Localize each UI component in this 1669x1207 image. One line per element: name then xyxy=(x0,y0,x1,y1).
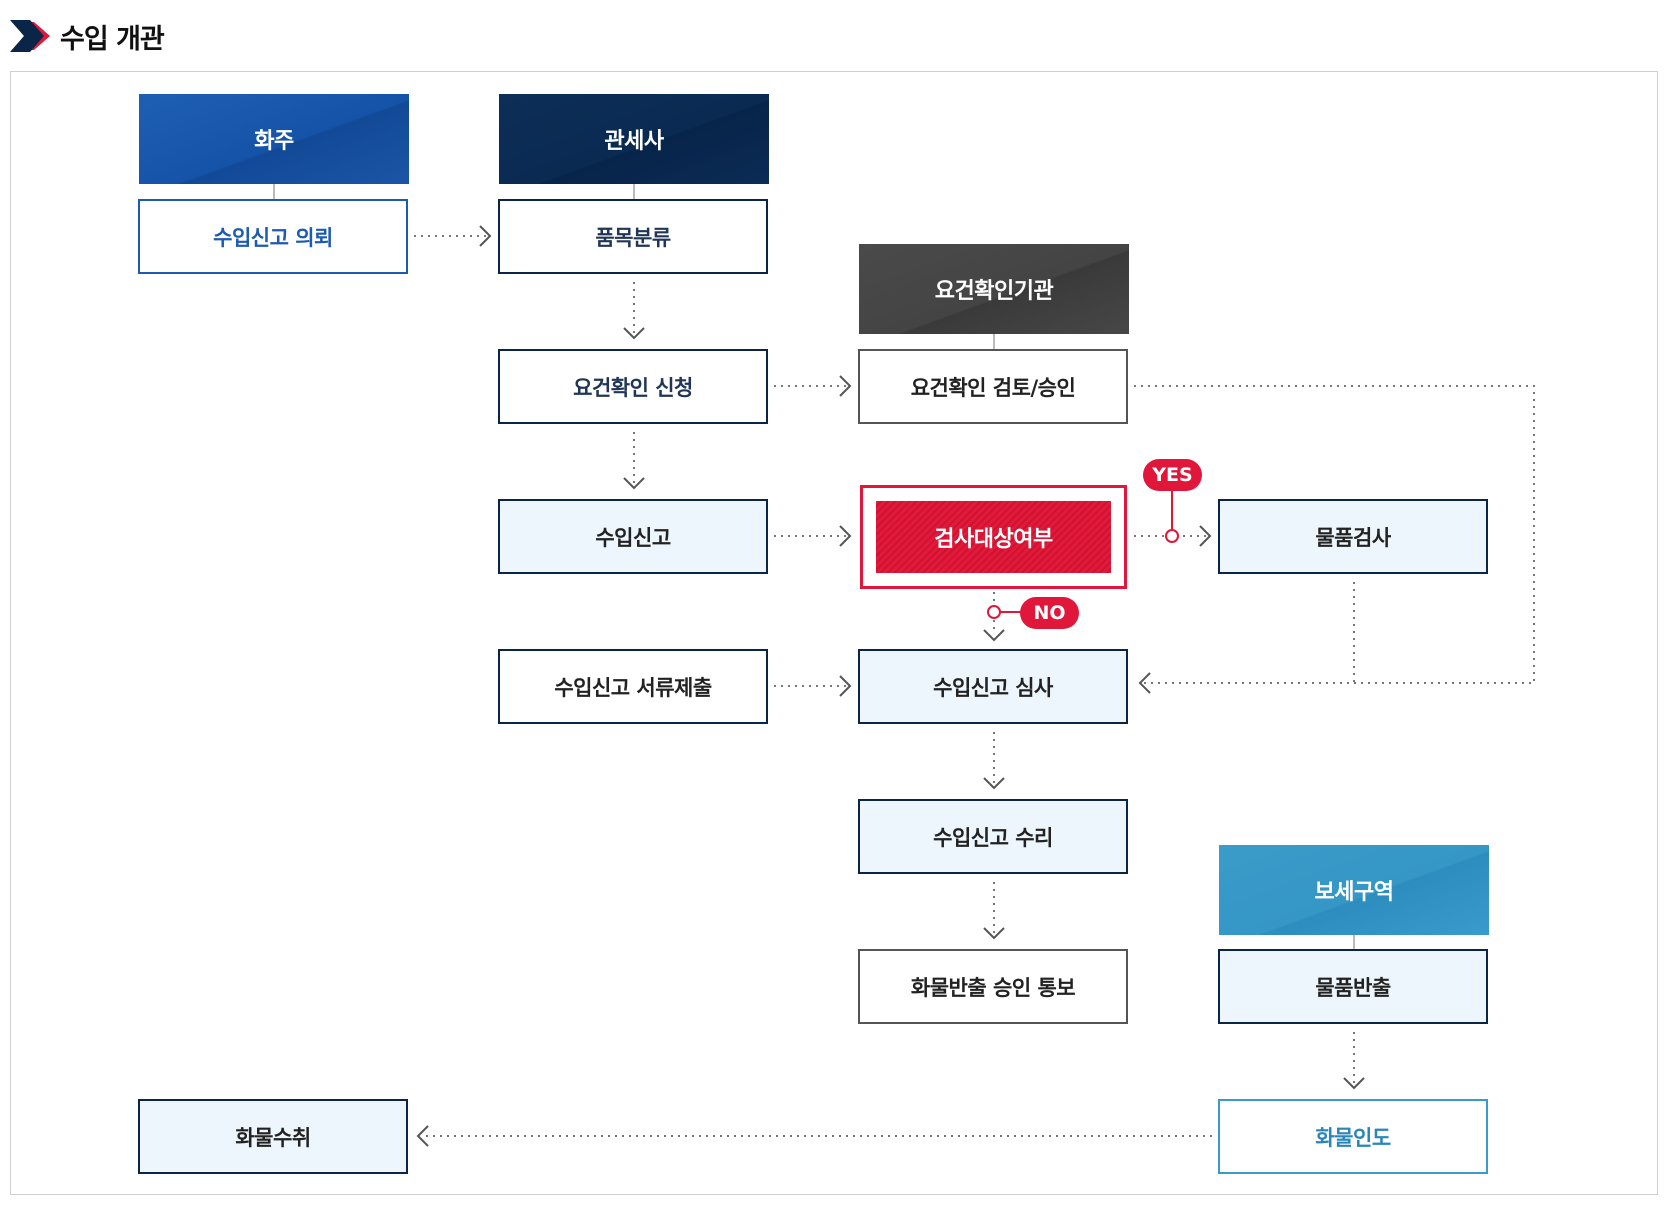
node-import-declaration: 수입신고 xyxy=(498,499,768,574)
header-bonded-area: 보세구역 xyxy=(1219,845,1489,935)
chevron-right-icon xyxy=(10,20,50,52)
node-classification: 품목분류 xyxy=(498,199,768,274)
node-declaration-accept: 수입신고 수리 xyxy=(858,799,1128,874)
header-owner: 화주 xyxy=(139,94,409,184)
header-broker: 관세사 xyxy=(499,94,769,184)
node-document-submit: 수입신고 서류제출 xyxy=(498,649,768,724)
no-badge: NO xyxy=(1020,597,1079,629)
inspection-target-label: 검사대상여부 xyxy=(876,501,1111,573)
diagram-frame xyxy=(10,71,1658,1195)
header-agency: 요건확인기관 xyxy=(859,244,1129,334)
node-requirement-review: 요건확인 검토/승인 xyxy=(858,349,1128,424)
node-import-request: 수입신고 의뢰 xyxy=(138,199,408,274)
node-requirement-apply: 요건확인 신청 xyxy=(498,349,768,424)
node-goods-inspection: 물품검사 xyxy=(1218,499,1488,574)
node-goods-release: 물품반출 xyxy=(1218,949,1488,1024)
node-declaration-review: 수입신고 심사 xyxy=(858,649,1128,724)
node-release-notice: 화물반출 승인 통보 xyxy=(858,949,1128,1024)
page-title: 수입 개관 xyxy=(60,23,165,55)
yes-badge: YES xyxy=(1143,459,1202,491)
node-inspection-target: 검사대상여부 xyxy=(860,485,1127,589)
node-cargo-delivery: 화물인도 xyxy=(1218,1099,1488,1174)
node-cargo-receive: 화물수취 xyxy=(138,1099,408,1174)
page-header: 수입 개관 xyxy=(10,16,165,56)
